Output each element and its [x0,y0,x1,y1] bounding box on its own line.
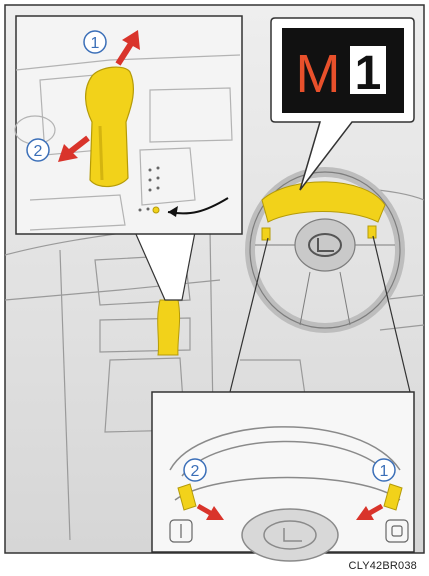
figure-code: CLY42BR038 [349,560,417,572]
shift-down-callout: 2 [27,139,49,161]
console-shift-lever [158,300,180,355]
m-position-marker [153,207,159,213]
right-paddle-callout: 1 [373,459,395,481]
shift-down-callout-label: 2 [34,143,43,160]
shift-up-callout-label: 1 [91,35,100,52]
shift-knob [86,67,134,187]
mode-letter: M [296,44,341,104]
shift-knob-shading [100,126,102,180]
left-paddle-callout-label: 2 [191,463,200,480]
left-paddle-callout: 2 [184,459,206,481]
shift-up-callout: 1 [84,31,106,53]
right-paddle-callout-label: 1 [380,463,389,480]
gear-number: 1 [355,47,382,100]
